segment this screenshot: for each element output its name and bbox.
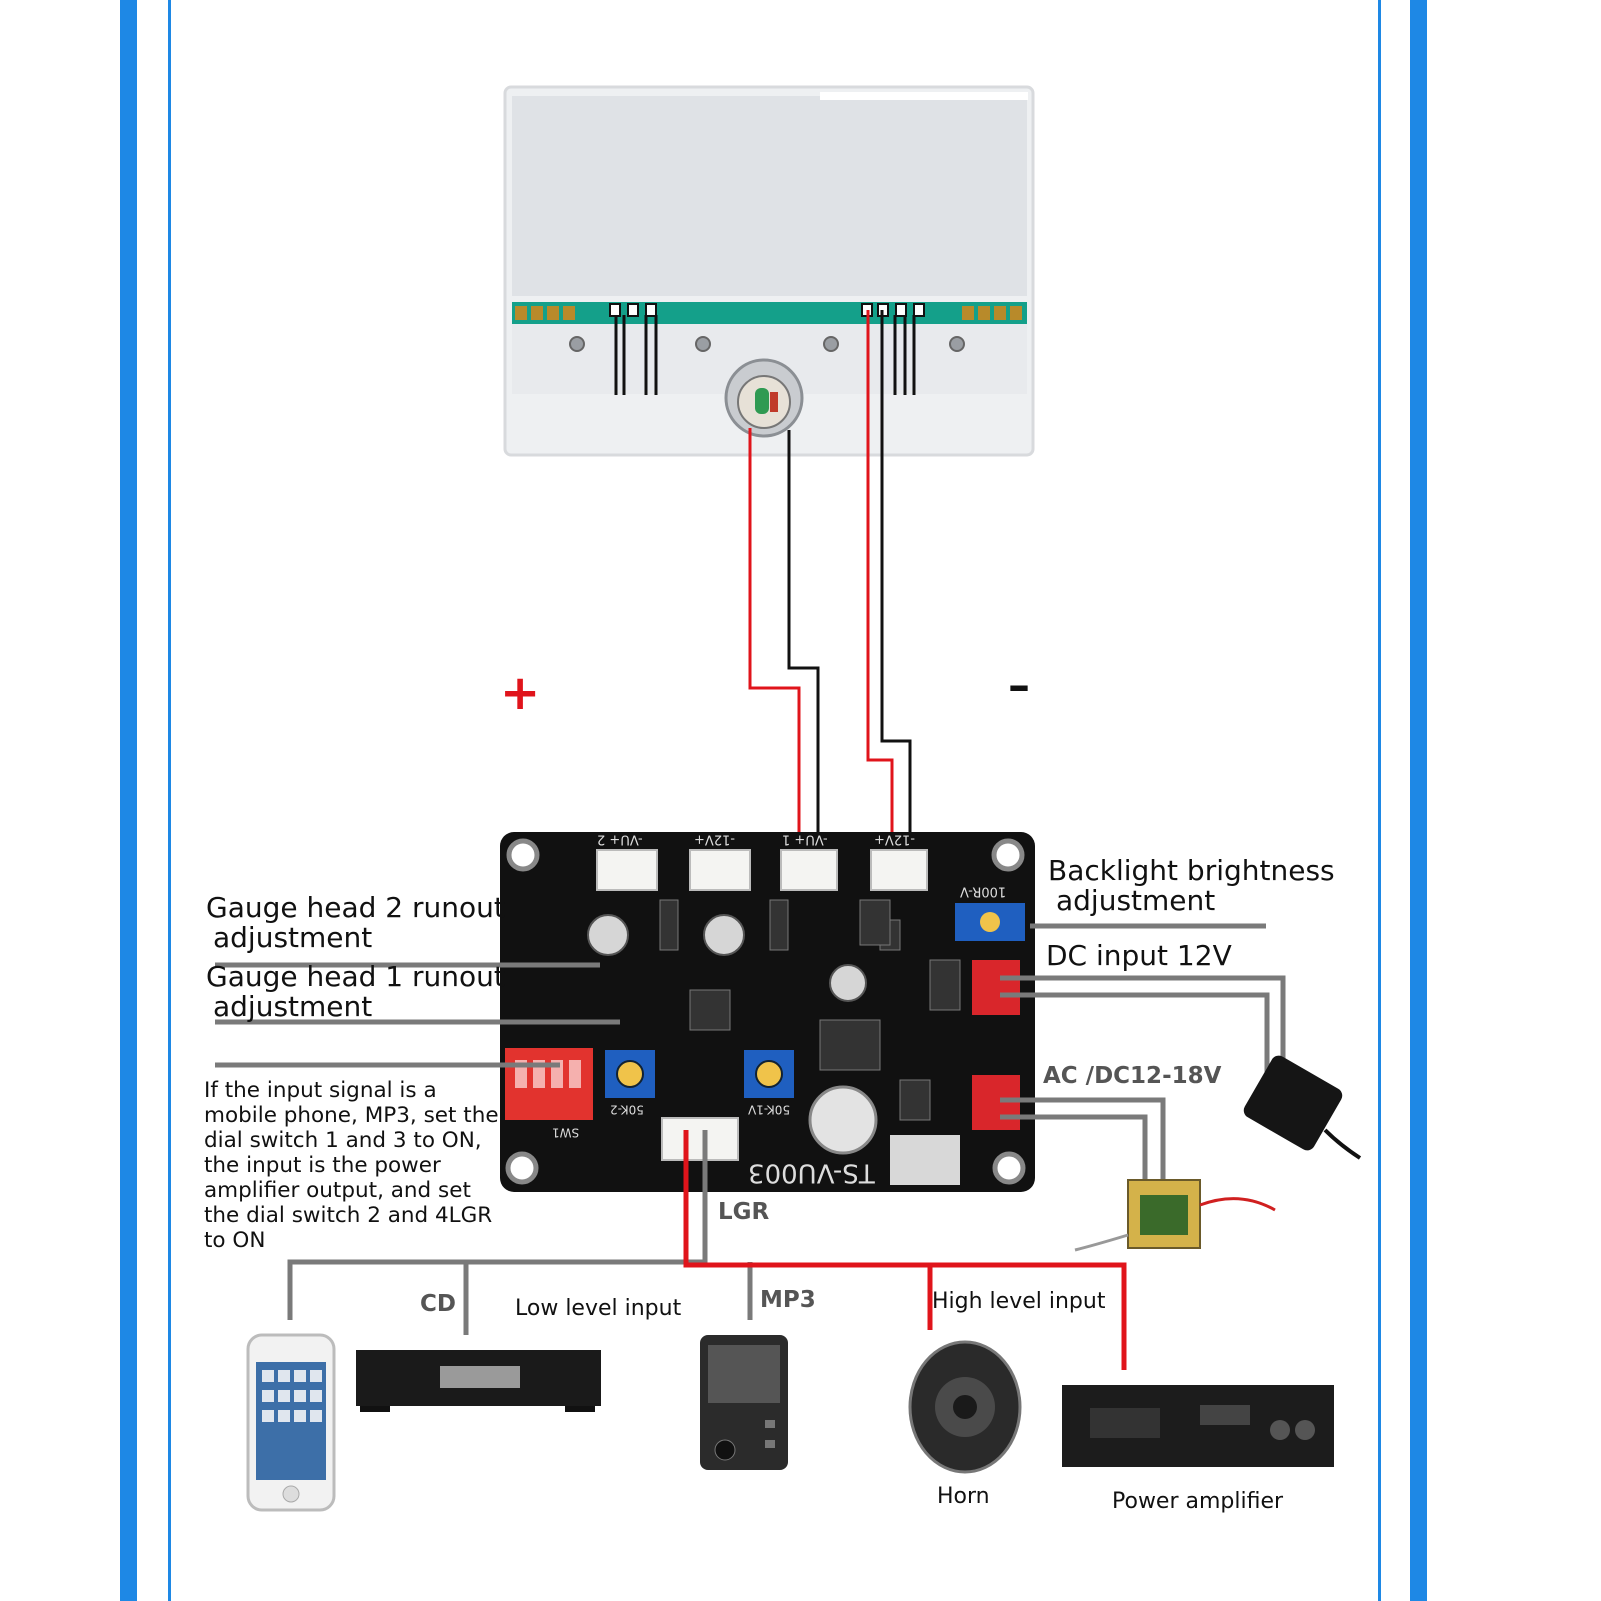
pot-right-label: 50K-1V — [748, 1102, 791, 1117]
phone-device — [246, 1333, 336, 1512]
backlight-pot-label: 100R-V — [960, 883, 1007, 899]
label-ac-dc: AC /DC12-18V — [1043, 1063, 1222, 1089]
label-gauge2-line1: Gauge head 2 runout — [206, 891, 505, 924]
connector-label-vu1: -VU+ 1 — [782, 831, 828, 847]
power-amplifier-device — [1062, 1385, 1334, 1467]
frame-left-bar — [120, 0, 137, 1601]
label-high-level-input: High level input — [932, 1289, 1106, 1314]
transformer — [1074, 1179, 1276, 1252]
label-gauge1-line1: Gauge head 1 runout — [206, 960, 505, 993]
cd-player — [356, 1350, 601, 1412]
connector-label-12v-1: -12V+ — [694, 831, 736, 847]
frame-right-bar — [1410, 0, 1427, 1601]
plus-sign: + — [500, 665, 541, 721]
label-backlight-line1: Backlight brightness — [1048, 854, 1335, 887]
leader-lines — [215, 923, 1286, 1335]
label-gauge2-line2: adjustment — [213, 921, 373, 954]
switch-label: SW1 — [552, 1125, 580, 1140]
label-backlight-line2: adjustment — [1056, 884, 1216, 917]
label-power-amplifier: Power amplifier — [1112, 1489, 1284, 1514]
connector-label-vu2: -VU+ 2 — [597, 831, 643, 847]
label-cd: CD — [420, 1291, 456, 1317]
frame-right-line — [1378, 0, 1381, 1601]
mp3-player — [700, 1335, 788, 1470]
label-lgr: LGR — [718, 1199, 770, 1225]
frame-left-line — [168, 0, 171, 1601]
label-gauge1-line2: adjustment — [213, 990, 373, 1023]
label-dc-input: DC input 12V — [1046, 939, 1232, 972]
board-model-text: TS-VU003 — [748, 1157, 875, 1188]
vu-meter-panel — [503, 85, 1035, 457]
minus-sign: – — [1008, 660, 1030, 711]
label-horn: Horn — [937, 1484, 990, 1509]
label-low-level-input: Low level input — [515, 1296, 682, 1321]
pot-left-label: 50K-2 — [610, 1102, 644, 1117]
meter-wires — [748, 310, 912, 872]
pcb-board — [500, 832, 1035, 1192]
power-adapter — [1243, 1055, 1362, 1160]
connector-label-12v-2: -12V+ — [874, 831, 916, 847]
horn-speaker — [908, 1340, 1022, 1474]
label-dial-note: If the input signal is a mobile phone, M… — [204, 1078, 499, 1253]
label-mp3: MP3 — [760, 1287, 816, 1313]
high-level-wire — [683, 1130, 1127, 1370]
